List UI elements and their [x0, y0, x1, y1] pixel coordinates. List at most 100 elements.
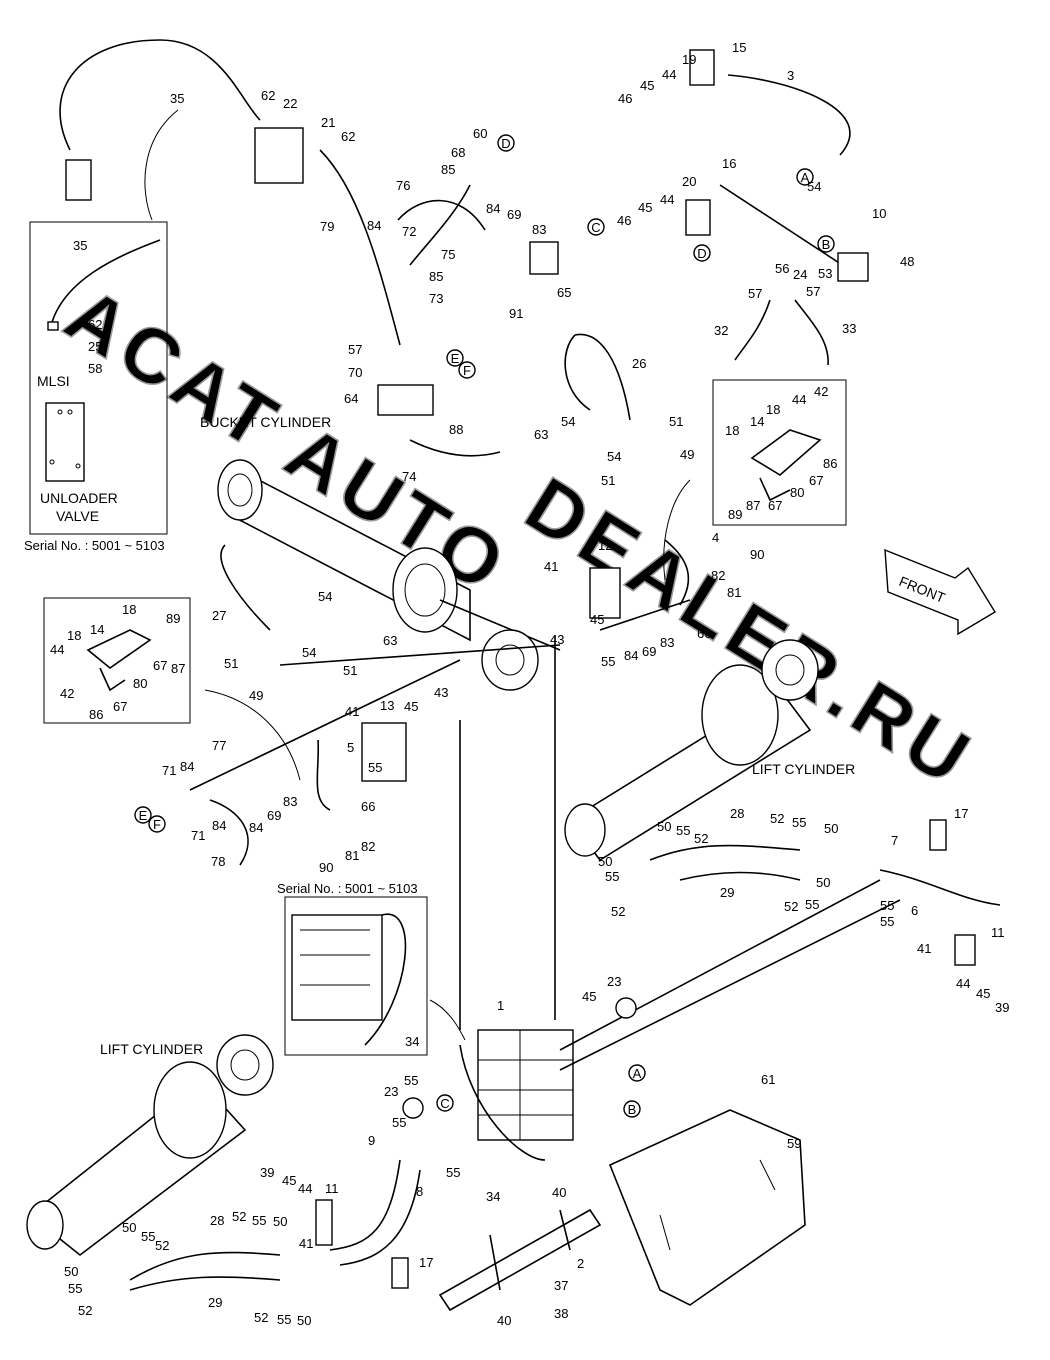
callout: 41: [299, 1236, 313, 1251]
callout: 82: [711, 568, 725, 583]
callout: 13: [380, 698, 394, 713]
callout: 49: [680, 447, 694, 462]
front-arrow: FRONT: [884, 548, 996, 636]
callout: 39: [995, 1000, 1009, 1015]
callout: 57: [748, 286, 762, 301]
callout: 84: [367, 218, 381, 233]
lift-cylinder-left: [26, 1034, 274, 1257]
connector-badge-f: F: [148, 815, 166, 833]
bucket-cylinder: [217, 459, 561, 691]
callout: 43: [434, 685, 448, 700]
bracket-plate: [608, 1109, 806, 1306]
callout: 44: [956, 976, 970, 991]
callout: 27: [212, 608, 226, 623]
connector-badge-a: A: [628, 1064, 646, 1082]
callout: 51: [343, 663, 357, 678]
callout: 11: [991, 925, 1005, 940]
callout: 26: [632, 356, 646, 371]
connector-badge-b: B: [817, 235, 835, 253]
callout: 24: [793, 267, 807, 282]
callout: 55: [676, 823, 690, 838]
inset-serial-left: [43, 597, 191, 724]
connector-badge-e: E: [134, 806, 152, 824]
callout: 59: [787, 1136, 801, 1151]
callout: 32: [714, 323, 728, 338]
unloader-label-line1: UNLOADER: [40, 490, 118, 506]
clamps-fittings: [65, 49, 976, 1289]
callout: 44: [298, 1181, 312, 1196]
svg-text:D: D: [501, 136, 510, 151]
callout: 54: [607, 449, 621, 464]
lift-cylinder-right: [564, 639, 819, 862]
callout: 62: [341, 129, 355, 144]
serial-label-left: Serial No. : 5001 ~ 5103: [24, 538, 165, 553]
callout: 2: [577, 1256, 584, 1271]
callout: 50: [122, 1220, 136, 1235]
callout: 66: [697, 626, 711, 641]
callout: 87: [746, 498, 760, 513]
callout: 12: [598, 538, 612, 553]
callout: 55: [392, 1115, 406, 1130]
callout: 18: [122, 602, 136, 617]
callout: 71: [191, 828, 205, 843]
callout: 66: [361, 799, 375, 814]
callout: 22: [283, 96, 297, 111]
callout: 49: [249, 688, 263, 703]
callout: 38: [554, 1306, 568, 1321]
callout: 45: [404, 699, 418, 714]
callout: 1: [497, 998, 504, 1013]
callout: 55: [368, 760, 382, 775]
inset-unloader-valve: [29, 221, 168, 535]
callout: 70: [348, 365, 362, 380]
main-control-valve: [477, 1029, 574, 1141]
callout: 14: [90, 622, 104, 637]
callout: 52: [254, 1310, 268, 1325]
svg-text:E: E: [451, 351, 460, 366]
svg-text:C: C: [440, 1096, 449, 1111]
callout: 80: [790, 485, 804, 500]
svg-text:B: B: [628, 1102, 637, 1117]
callout: 76: [396, 178, 410, 193]
callout: 58: [88, 361, 102, 376]
callout: 41: [917, 941, 931, 956]
connector-badge-b: B: [623, 1100, 641, 1118]
callout: 52: [611, 904, 625, 919]
callout: 84: [180, 759, 194, 774]
svg-text:E: E: [139, 808, 148, 823]
callout: 77: [212, 738, 226, 753]
callout: 87: [171, 661, 185, 676]
callout: 55: [446, 1165, 460, 1180]
callout: 69: [267, 808, 281, 823]
callout: 35: [170, 91, 184, 106]
callout: 10: [872, 206, 886, 221]
callout: 17: [954, 806, 968, 821]
callout: 4: [712, 530, 719, 545]
callout: 80: [133, 676, 147, 691]
callout: 15: [732, 40, 746, 55]
connector-badge-f: F: [458, 361, 476, 379]
connector-badge-a: A: [796, 168, 814, 186]
callout: 67: [768, 498, 782, 513]
callout: 86: [823, 456, 837, 471]
callout: 50: [824, 821, 838, 836]
callout: 75: [441, 247, 455, 262]
callout: 55: [252, 1213, 266, 1228]
callout: 57: [348, 342, 362, 357]
callout: 83: [283, 794, 297, 809]
callout: 67: [809, 473, 823, 488]
callout: 34: [486, 1189, 500, 1204]
callout: 7: [891, 833, 898, 848]
callout: 52: [784, 899, 798, 914]
callout: 35: [73, 238, 87, 253]
callout: 16: [722, 156, 736, 171]
callout: 63: [383, 633, 397, 648]
callout: 45: [282, 1173, 296, 1188]
callout: 42: [814, 384, 828, 399]
svg-text:D: D: [697, 246, 706, 261]
callout: 18: [766, 402, 780, 417]
callout: 84: [249, 820, 263, 835]
callout: 69: [507, 207, 521, 222]
callout: 45: [640, 78, 654, 93]
callout: 78: [211, 854, 225, 869]
